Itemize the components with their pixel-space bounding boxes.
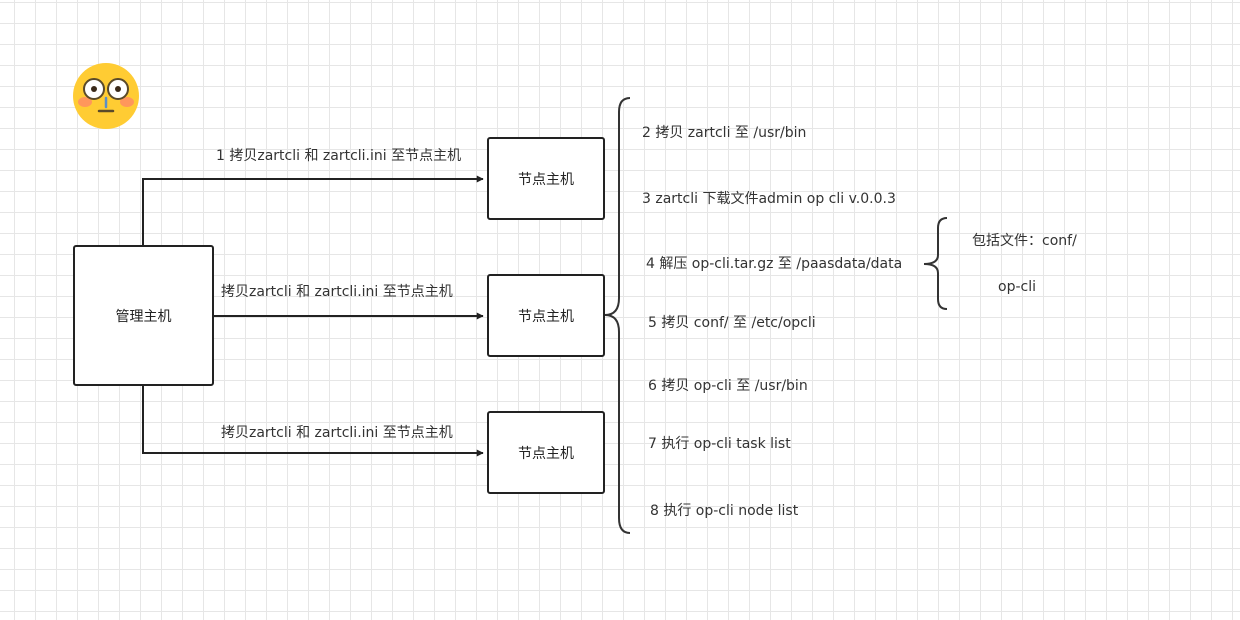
step-8: 8 执行 op-cli node list — [650, 503, 799, 519]
connector-to-node-1 — [142, 175, 484, 246]
step-5: 5 拷贝 conf/ 至 /etc/opcli — [648, 315, 816, 331]
edge-label-copy-1: 1 拷贝zartcli 和 zartcli.ini 至节点主机 — [216, 148, 462, 164]
edge-label-copy-3: 拷贝zartcli 和 zartcli.ini 至节点主机 — [221, 425, 453, 441]
step-2: 2 拷贝 zartcli 至 /usr/bin — [642, 125, 807, 141]
step-6: 6 拷贝 op-cli 至 /usr/bin — [648, 378, 808, 394]
includes-line-1: 包括文件：conf/ — [972, 233, 1077, 249]
step-3: 3 zartcli 下载文件admin op cli v.0.0.3 — [642, 191, 896, 207]
manager-host-node[interactable]: 管理主机 — [73, 245, 214, 386]
includes-brace — [923, 217, 948, 310]
node-host-3[interactable]: 节点主机 — [487, 411, 605, 494]
node-host-1[interactable]: 节点主机 — [487, 137, 605, 220]
node-host-1-label: 节点主机 — [518, 171, 574, 188]
node-host-3-label: 节点主机 — [518, 445, 574, 462]
step-4: 4 解压 op-cli.tar.gz 至 /paasdata/data — [646, 256, 903, 272]
manager-host-label: 管理主机 — [115, 308, 172, 325]
step-7: 7 执行 op-cli task list — [648, 436, 791, 452]
flushed-face-icon — [73, 63, 139, 129]
edge-label-copy-2: 拷贝zartcli 和 zartcli.ini 至节点主机 — [221, 284, 453, 300]
node-host-2[interactable]: 节点主机 — [487, 274, 605, 357]
includes-line-2: op-cli — [998, 279, 1036, 295]
connector-to-node-3 — [142, 384, 484, 457]
node-host-2-label: 节点主机 — [518, 308, 574, 325]
steps-brace — [604, 97, 631, 534]
